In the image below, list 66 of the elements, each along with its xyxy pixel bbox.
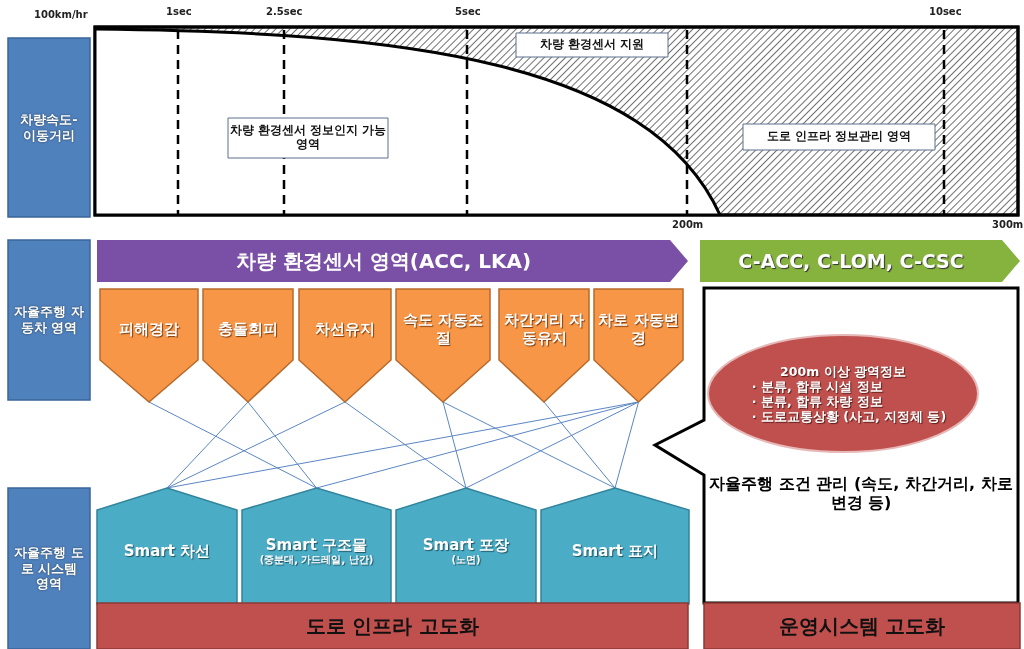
connector-line [543, 401, 616, 489]
axis-label: 100km/hr [34, 9, 88, 20]
time-tick-label: 5sec [455, 6, 481, 17]
function-label: 차간거리 자동유지 [502, 310, 586, 347]
connector-line [166, 401, 249, 489]
function-pentagon [396, 289, 490, 402]
infrastructure-pentagon [396, 488, 536, 604]
region-label-box [516, 33, 668, 57]
category-arrow-band [97, 240, 688, 282]
info-text: · 분류, 합류 시설 정보 [750, 378, 883, 394]
bar-label: 운영시스템 고도화 [778, 614, 946, 638]
connector-line [247, 401, 317, 489]
foundation-bar [704, 603, 1020, 649]
callout-text: 자율주행 조건 관리 (속도, 차간거리, 차로변경 등) [708, 474, 1014, 513]
connector-line [344, 401, 467, 489]
connector-line [166, 401, 346, 489]
section-label: 차량속도-이동거리 [19, 111, 79, 144]
section-label: 자율주행 자동차 영역 [14, 304, 84, 336]
region-label: 도로 인프라 정보관리 영역 [767, 130, 911, 144]
function-pentagon [499, 289, 589, 402]
function-label: 충돌회피 [218, 319, 278, 338]
infrastructure-pentagon [242, 488, 391, 604]
section-label-box [8, 38, 90, 217]
infrastructure-sublabel: (노면) [451, 554, 481, 566]
infrastructure-label: Smart 차선 [123, 542, 211, 560]
category-arrow-band [700, 240, 1020, 282]
infrastructure-label: Smart 표지 [571, 542, 659, 560]
function-pentagon [100, 289, 198, 402]
function-pentagon [299, 289, 391, 402]
function-label: 속도 자동조절 [401, 310, 485, 347]
info-text: · 도로교통상황 (사고, 지정체 등) [750, 408, 947, 424]
function-pentagon [203, 289, 293, 402]
function-label: 차로 자동변경 [597, 310, 680, 347]
connector-line [442, 401, 616, 489]
region-label: 차량 환경센서 지원 [540, 38, 644, 52]
band-label: C-ACC, C-LOM, C-CSC [738, 249, 965, 273]
function-label: 차선유지 [315, 319, 375, 338]
info-text: 200m 이상 광역정보 [779, 363, 907, 379]
region-label-box [228, 118, 388, 158]
band-label: 차량 환경센서 영역(ACC, LKA) [235, 249, 533, 273]
infrastructure-label: Smart 포장 [422, 536, 510, 554]
function-label: 피해경감 [119, 319, 179, 338]
region-label: 차량 환경센서 정보인지 가능 영역 [229, 124, 387, 152]
section-label: 자율주행 도로 시스템 영역 [14, 545, 84, 592]
connector-line [148, 401, 317, 489]
time-tick-label: 10sec [929, 6, 962, 17]
infrastructure-pentagon [97, 488, 237, 604]
distance-tick-label: 200m [672, 219, 704, 230]
connector-line [465, 401, 639, 489]
function-pentagon [594, 289, 683, 402]
bar-label: 도로 인프라 고도화 [305, 614, 480, 638]
region-label-box [743, 124, 935, 150]
infrastructure-label: Smart 구조물 [265, 536, 368, 554]
distance-tick-label: 300m [992, 219, 1024, 230]
time-tick-label: 2.5sec [266, 6, 303, 17]
time-tick-label: 1sec [166, 6, 192, 17]
infrastructure-sublabel: (중분대, 가드레일, 난간) [259, 554, 374, 566]
foundation-bar [97, 603, 688, 649]
section-label-box [8, 488, 90, 649]
infrastructure-pentagon [541, 488, 689, 604]
info-ellipse [708, 335, 978, 452]
info-text: · 분류, 합류 차량 정보 [750, 393, 884, 409]
connector-line [614, 401, 639, 489]
section-label-box [8, 240, 90, 400]
connector-line [442, 401, 467, 489]
connector-line [316, 401, 639, 489]
